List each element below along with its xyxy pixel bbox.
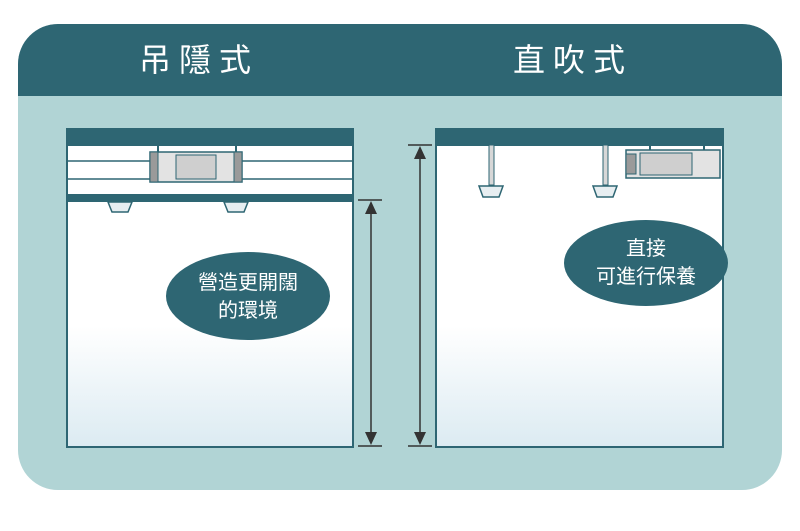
right-height-arrow [408,144,432,447]
left-height-arrow [358,199,382,447]
header-bar: 吊隱式 直吹式 [18,24,782,96]
left-callout-line1: 營造更開闊 [198,270,298,294]
right-callout-bubble: 直接 可進行保養 [564,220,728,306]
left-callout-bubble: 營造更開闊 的環境 [166,252,330,340]
right-title: 直吹式 [512,41,633,79]
right-exposed-unit [625,145,721,179]
left-ceiling-vents [106,201,250,213]
left-false-ceiling [68,194,352,202]
left-hidden-unit [149,145,243,183]
right-callout-line1: 直接 [626,236,666,260]
left-callout-line2: 的環境 [218,298,278,322]
left-roof-beam [68,130,352,146]
right-ceiling-vents [477,144,619,198]
right-callout-line2: 可進行保養 [596,264,696,288]
right-roof-beam [437,130,722,146]
left-title: 吊隱式 [138,41,259,79]
